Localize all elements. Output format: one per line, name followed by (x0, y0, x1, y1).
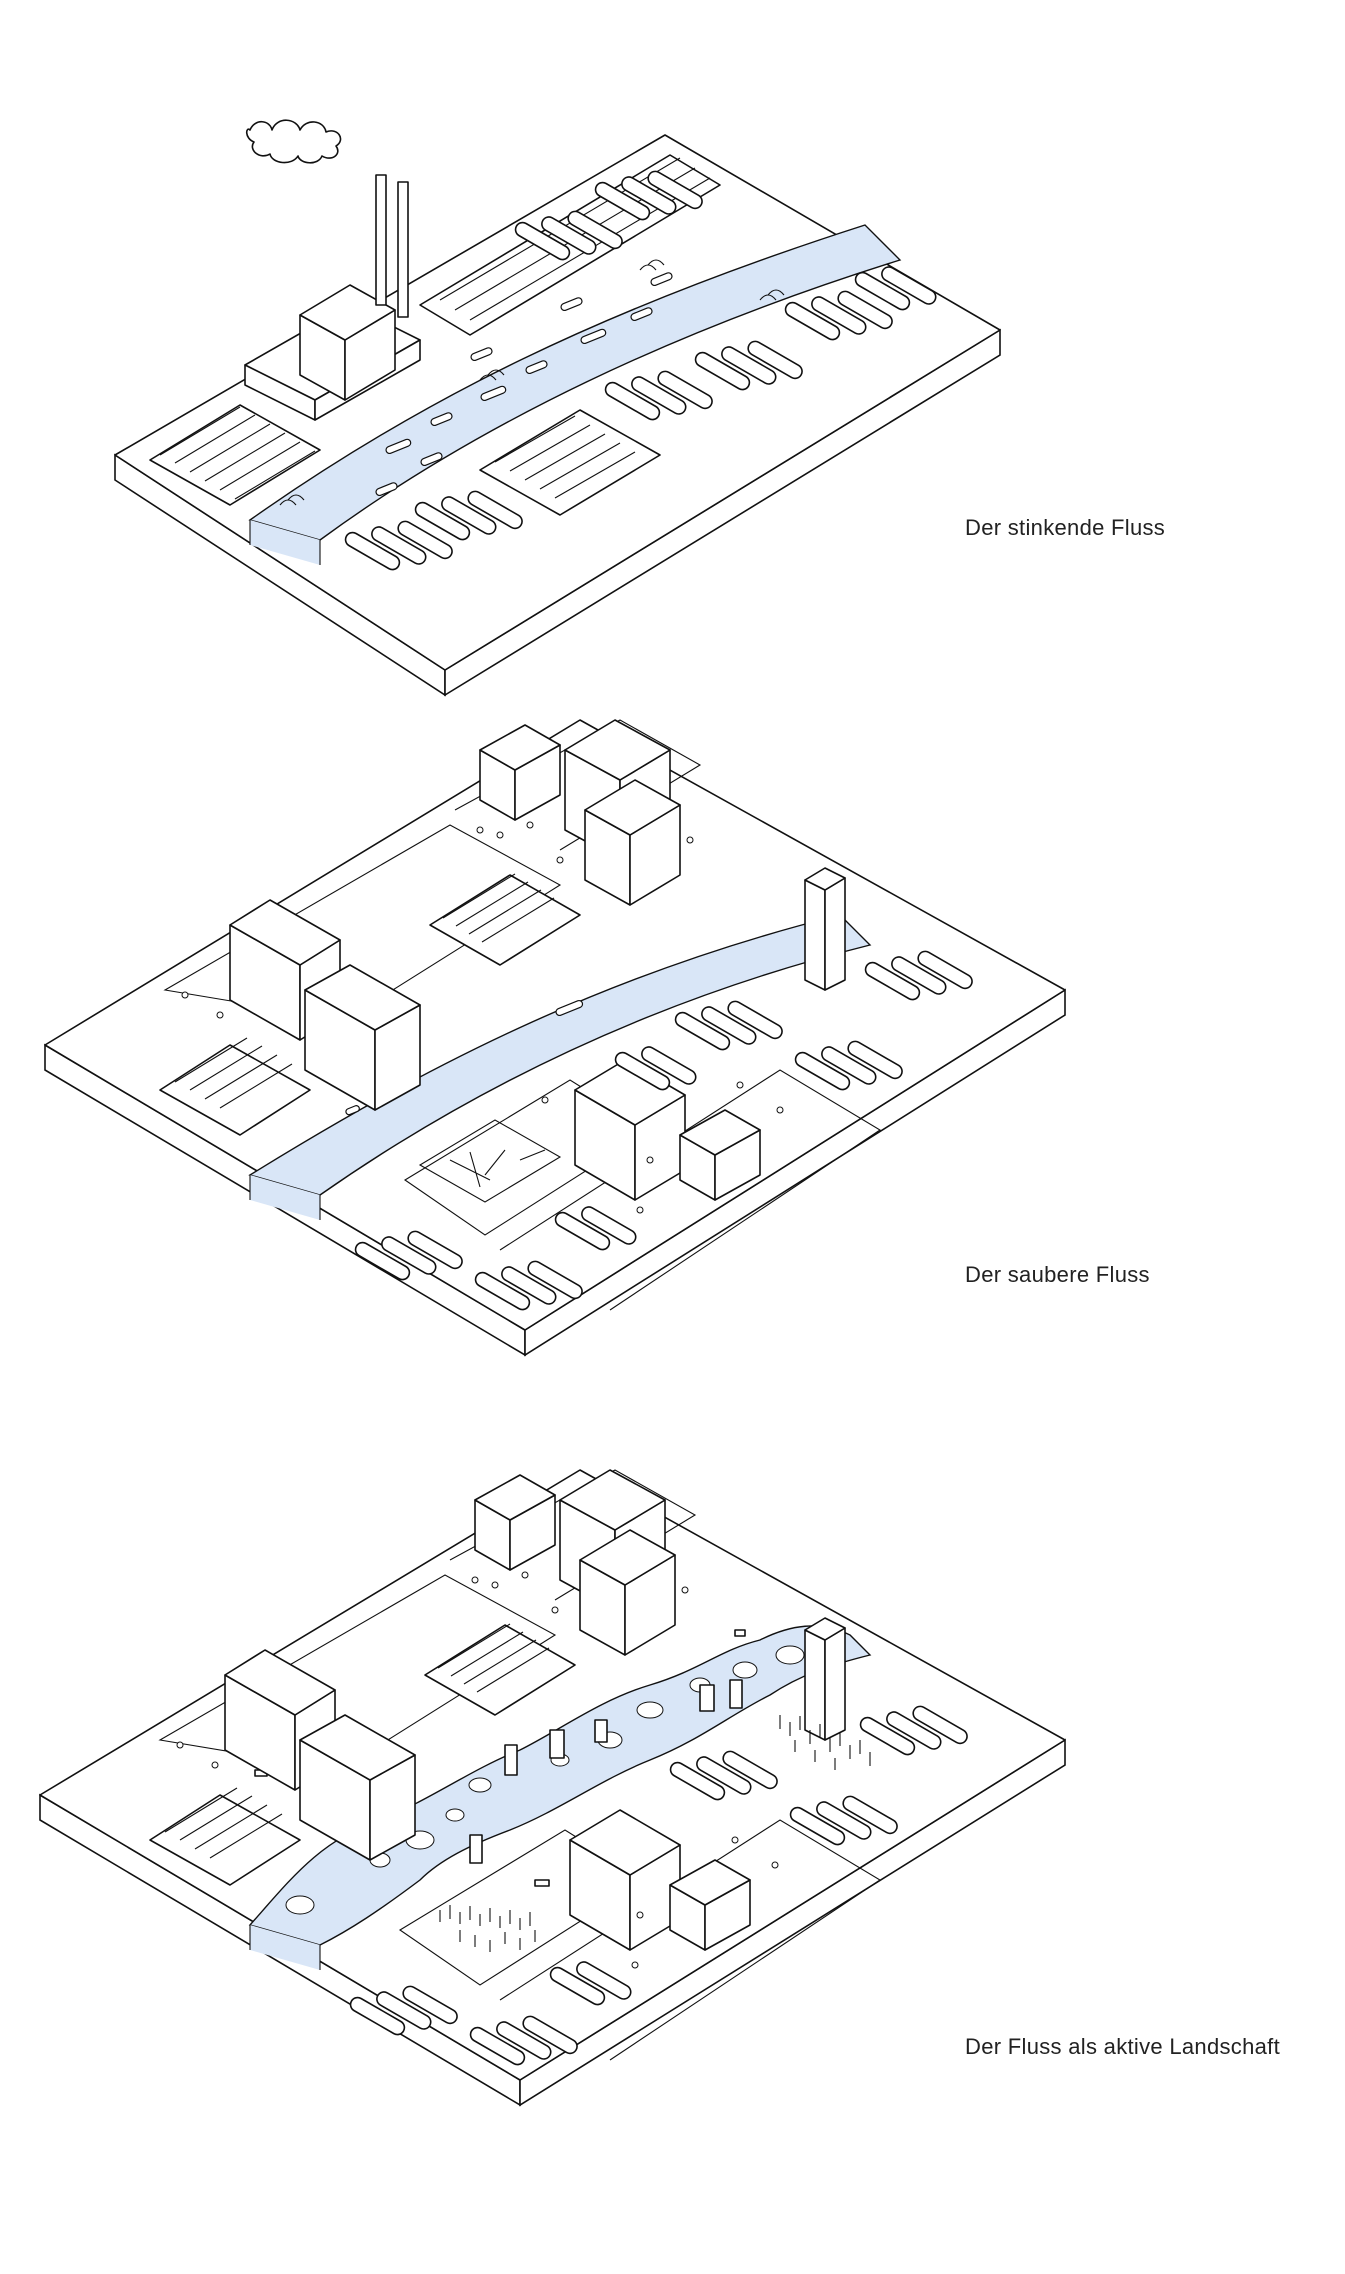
scene-clean-river: Der saubere Fluss (0, 690, 1345, 1370)
isometric-city-diagram-1 (0, 100, 1345, 700)
caption-scene-3: Der Fluss als aktive Landschaft (965, 2034, 1280, 2060)
caption-scene-1: Der stinkende Fluss (965, 515, 1165, 541)
scene-active-landscape: Der Fluss als aktive Landschaft (0, 1440, 1345, 2140)
caption-scene-2: Der saubere Fluss (965, 1262, 1150, 1288)
scene-stinking-river: Der stinkende Fluss (0, 100, 1345, 700)
factory (245, 120, 420, 420)
